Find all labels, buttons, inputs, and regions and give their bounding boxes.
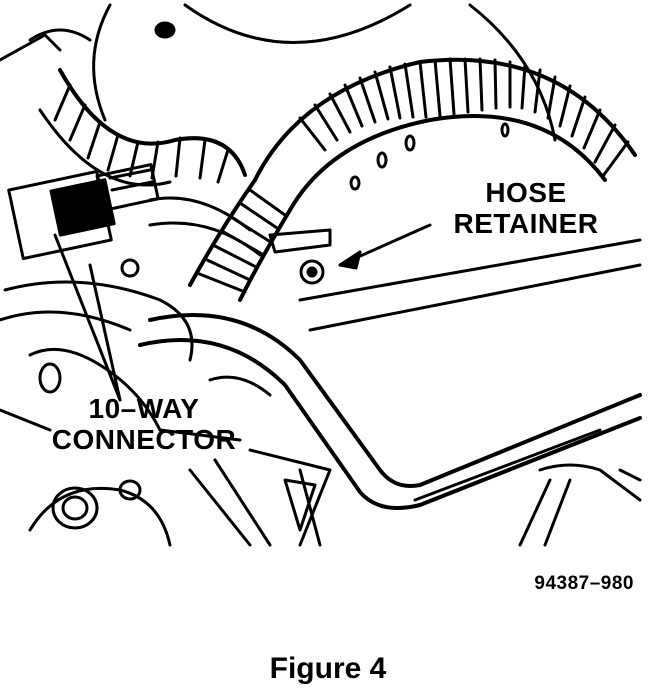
hose-retainer-label: HOSE RETAINER	[446, 177, 606, 240]
metal-tube	[138, 238, 642, 510]
hose-retainer-label-line-1: HOSE	[485, 177, 567, 208]
hose-retainer-bracket	[268, 223, 432, 285]
corrugated-hose	[253, 57, 637, 212]
connector-leader-line-2	[88, 263, 122, 402]
ten-way-connector	[7, 163, 262, 278]
connector-label-line-1: 10–WAY	[88, 393, 200, 424]
figure-caption: Figure 4	[269, 652, 387, 685]
connector-label: 10–WAY CONNECTOR	[42, 393, 246, 456]
connector-leader-line	[53, 233, 122, 402]
engine-line-drawing	[0, 3, 642, 547]
hose-retainer-label-line-2: RETAINER	[453, 207, 599, 239]
lower-components	[0, 280, 642, 547]
figure-code: 94387–980	[534, 573, 634, 594]
connector-label-line-2: CONNECTOR	[51, 423, 237, 455]
pulley-housing	[0, 3, 557, 142]
left-hose	[38, 68, 247, 187]
